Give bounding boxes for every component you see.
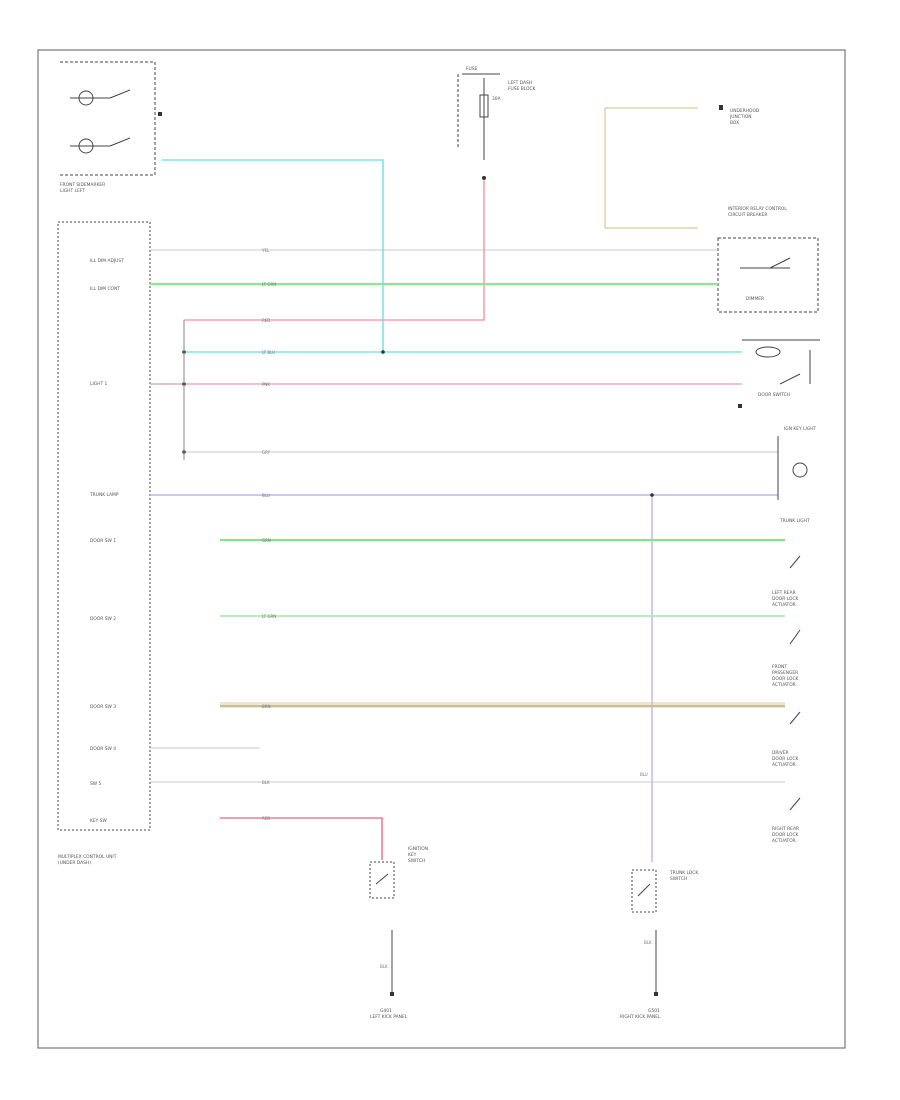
wire-color-tag-10: RED	[262, 816, 270, 821]
junction-dot-5	[482, 176, 486, 180]
wire-pnkred-key-sw	[220, 817, 383, 860]
ground-right-label-1: G501	[648, 1008, 660, 1014]
wire-color-tag-6: BLU	[262, 493, 270, 498]
wire-color-tag-4: PNK	[262, 382, 270, 387]
trunk-lock-label-1: TRUNK LOCK	[669, 870, 698, 876]
relay-label-1: INTERIOR RELAY CONTROL	[728, 206, 787, 212]
fuse-block: FUSE 30A LEFT DASH FUSE BLOCK	[457, 66, 536, 180]
driver-label-3: ACTUATOR	[772, 762, 796, 768]
trunk-light-label: TRUNK LIGHT	[779, 518, 810, 524]
trunk-lock-switch: TRUNK LOCK SWITCH G501 RIGHT KICK PANEL	[620, 869, 698, 1020]
control-module: MULTIPLEX CONTROL UNIT (UNDER DASH) ILL …	[57, 221, 151, 866]
underhood-label-1: UNDERHOOD	[730, 108, 760, 114]
front-sidemarker-label-2: LIGHT LEFT	[60, 188, 85, 194]
right-rear-label-1: RIGHT REAR	[772, 826, 799, 832]
ignition-key-switch: IGNITION KEY SWITCH G401 LEFT KICK PANEL	[369, 846, 428, 1020]
wire-color-tag-5: GRY	[262, 450, 271, 455]
wire-color-tag-8: LT GRN	[262, 614, 276, 619]
control-module-label-2: (UNDER DASH)	[58, 860, 91, 866]
front-sidemarker-light: FRONT SIDEMARKER LIGHT LEFT	[60, 61, 162, 194]
trunk-lock-label-2: SWITCH	[670, 876, 687, 882]
wire-color-tag-14: BLK	[644, 940, 652, 945]
pin-label-3: TRUNK LAMP	[89, 492, 119, 498]
interior-relay: INTERIOR RELAY CONTROL CIRCUIT BREAKER D…	[717, 206, 819, 313]
ground-right-label-2: RIGHT KICK PANEL	[620, 1014, 661, 1020]
diagram-border	[37, 49, 846, 1049]
front-sidemarker-label-1: FRONT SIDEMARKER	[60, 182, 105, 188]
pin-label-2: LIGHT 1	[90, 381, 108, 387]
front-pass-label-4: ACTUATOR	[772, 682, 796, 688]
pin-label-0: ILL DIM ADJUST	[90, 258, 124, 264]
wire-ltblu-sidemarker	[162, 159, 384, 352]
wire-color-tag-11: BLK	[262, 780, 270, 785]
left-rear-label-3: ACTUATOR	[772, 602, 796, 608]
pin-label-1: ILL DIM CONT	[90, 286, 120, 292]
control-module-label-1: MULTIPLEX CONTROL UNIT	[58, 854, 117, 860]
left-rear-label-2: DOOR LOCK	[772, 596, 799, 602]
pin-label-6: DOOR SW 3	[90, 704, 116, 710]
underhood-label-2: JUNCTION	[729, 114, 752, 120]
wire-color-tag-2: RED	[262, 318, 270, 323]
wire-color-tag-13: BLK	[380, 964, 388, 969]
fuse-label-3: LEFT DASH	[508, 80, 532, 86]
wire-color-tag-1: LT GRN	[262, 282, 276, 287]
underhood-junction-box: UNDERHOOD JUNCTION BOX	[604, 105, 760, 229]
driver-label-2: DOOR LOCK	[772, 756, 799, 762]
junction-dot-0	[381, 350, 385, 354]
ground-left-label-1: G401	[380, 1008, 392, 1014]
ign-switch-label-3: SWITCH	[408, 858, 425, 864]
dimmer-label: DIMMER	[746, 296, 764, 302]
pin-label-9: KEY SW	[90, 818, 108, 824]
driver-label-1: DRIVER	[772, 750, 789, 756]
right-rear-label-2: DOOR LOCK	[772, 832, 799, 838]
junction-dot-4	[650, 493, 654, 497]
ground-left-label-2: LEFT KICK PANEL	[370, 1014, 408, 1020]
wire-color-tag-12: BLU	[640, 772, 648, 777]
wire-color-tag-7: GRN	[262, 538, 271, 543]
left-rear-label-1: LEFT REAR	[772, 590, 796, 596]
wire-color-tag-3: LT BLU	[262, 350, 275, 355]
front-pass-label-3: DOOR LOCK	[772, 676, 799, 682]
pin-label-8: SW 5	[90, 781, 102, 787]
wires: YEL LT GRN RED LT BLU PNK GRY BLU GRN LT GRN BRN R…	[150, 159, 785, 969]
pin-label-7: DOOR SW 4	[90, 746, 116, 752]
underhood-label-3: BOX	[730, 120, 739, 126]
front-pass-label-1: FRONT	[772, 664, 787, 670]
door-switch-left-label: DOOR SWITCH	[758, 392, 790, 398]
fuse-label-2: 30A	[492, 96, 501, 102]
relay-label-2: CIRCUIT BREAKER	[728, 212, 767, 218]
pin-label-4: DOOR SW 1	[90, 538, 116, 544]
ign-switch-label-1: IGNITION	[408, 846, 428, 852]
wire-red-fuse	[184, 178, 485, 321]
pin-label-5: DOOR SW 2	[90, 616, 116, 622]
front-pass-label-2: PASSENGER	[772, 670, 798, 676]
ign-key-light-label: IGN KEY LIGHT	[784, 426, 817, 432]
fuse-label-1: FUSE	[466, 66, 478, 72]
ign-switch-label-2: KEY	[408, 852, 417, 858]
right-components: DOOR SWITCH IGN KEY LIGHT TRUNK LIGHT LE…	[738, 339, 820, 844]
wire-color-tag-9: BRN	[262, 704, 271, 709]
wire-color-tag-0: YEL	[261, 248, 270, 253]
right-rear-label-3: ACTUATOR	[772, 838, 796, 844]
fuse-label-4: FUSE BLOCK	[508, 86, 536, 92]
